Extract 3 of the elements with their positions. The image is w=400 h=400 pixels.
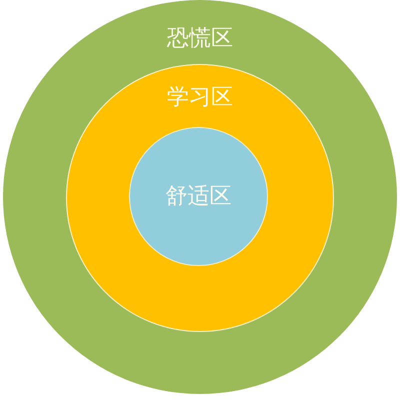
zone-label: 舒适区 [166, 186, 232, 208]
zone-label: 学习区 [167, 87, 233, 109]
zone-label: 恐慌区 [167, 28, 233, 50]
